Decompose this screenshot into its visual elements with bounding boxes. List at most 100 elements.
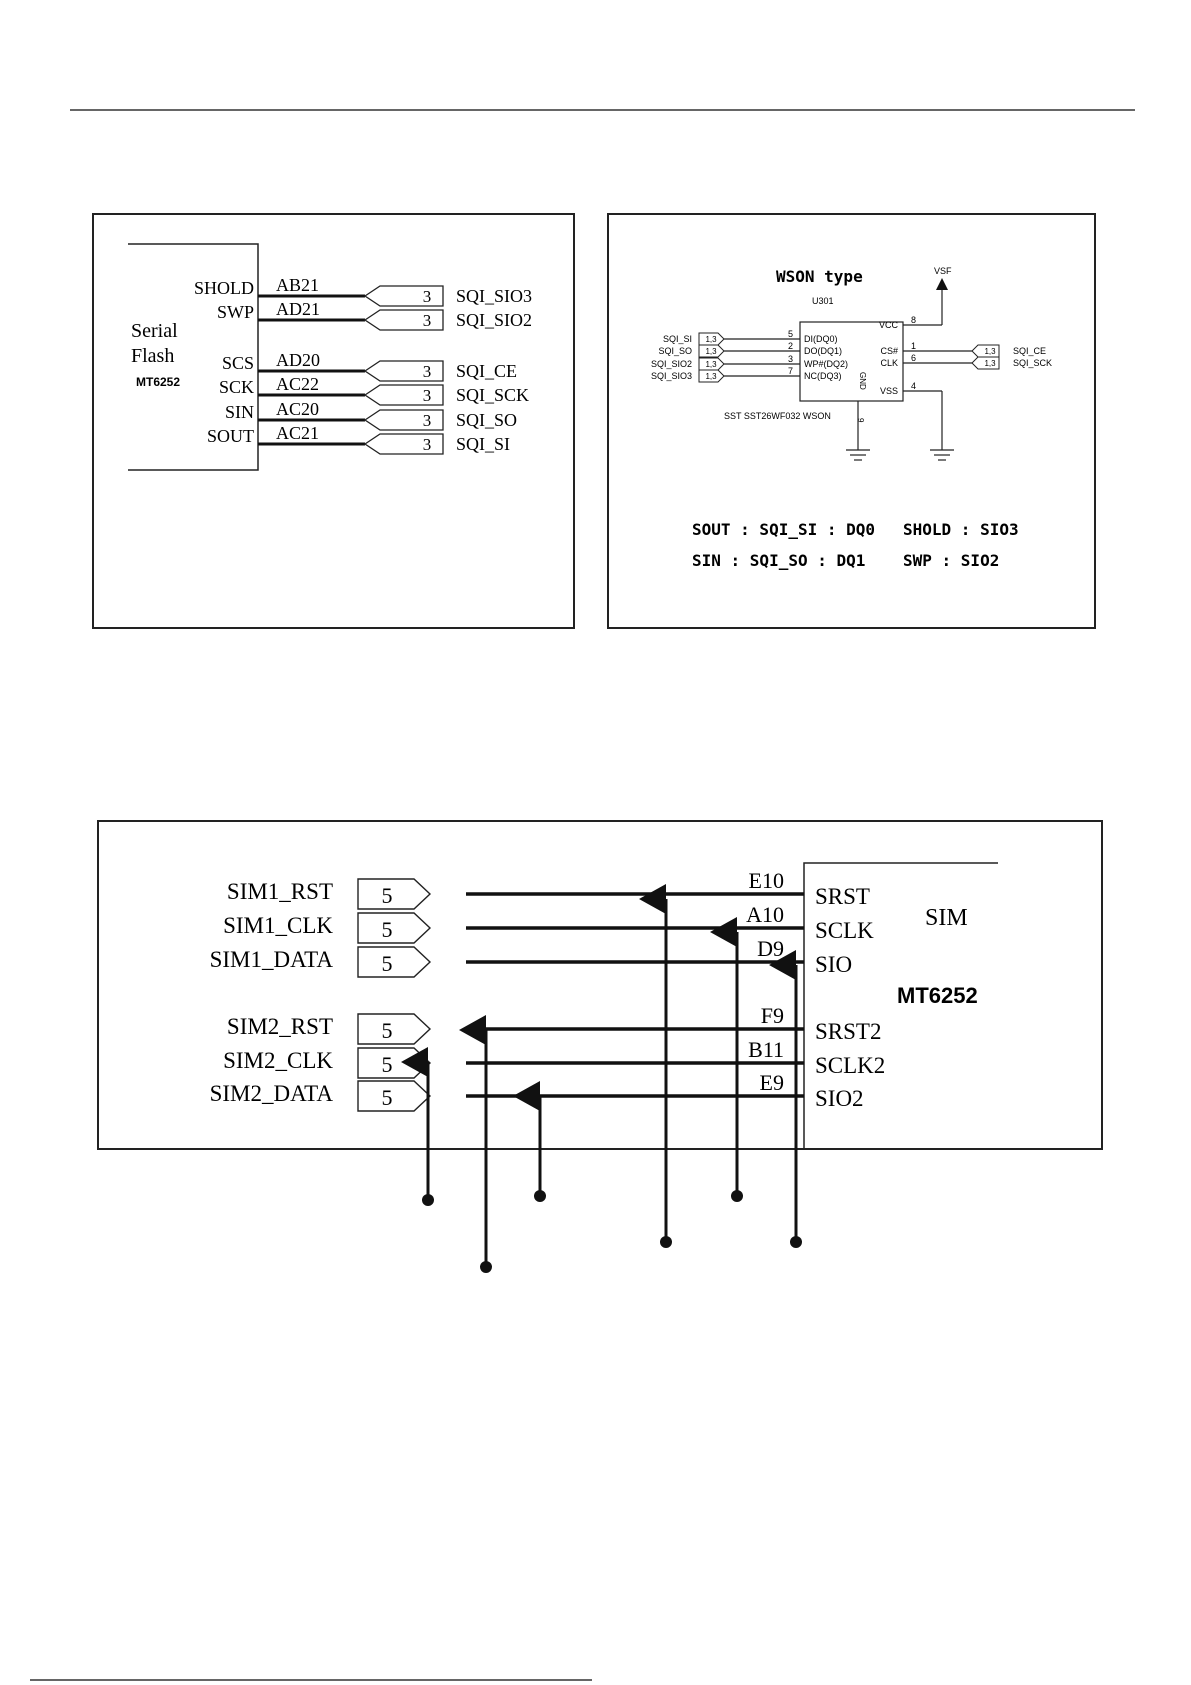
flash-page-ref: 3 <box>423 362 432 381</box>
flash-ball-label: AB21 <box>276 275 319 295</box>
flash-panel-frame <box>92 213 575 629</box>
wson-left-connector <box>698 332 725 346</box>
flash-chip-body <box>128 243 259 471</box>
flash-net-label: SQI_SO <box>456 410 517 430</box>
flash-chip-label-1: Serial <box>131 320 178 342</box>
sim-offpage-connector <box>357 878 432 910</box>
flash-ball-label: AC21 <box>276 423 319 443</box>
sim1-data-test-point <box>790 1236 802 1248</box>
sim1-clk-test-point <box>731 1190 743 1202</box>
sim-ball-label: A10 <box>746 902 784 927</box>
sim-chip-part: MT6252 <box>897 983 978 1008</box>
wson-left-connector <box>698 344 725 358</box>
wson-left-ref: 1,3 <box>705 347 717 356</box>
wson-left-net: SQI_SI <box>663 334 692 344</box>
wson-left-pin-name: DO(DQ1) <box>804 346 842 356</box>
wson-left-pin-name: NC(DQ3) <box>804 371 842 381</box>
flash-page-ref: 3 <box>423 287 432 306</box>
sim-net-label: SIM1_RST <box>227 879 333 904</box>
sim-page-ref: 5 <box>382 1085 393 1110</box>
sim2-rst-test-point <box>480 1261 492 1273</box>
sim-offpage-connector <box>357 1047 432 1079</box>
sim2-clk-test-point <box>422 1194 434 1206</box>
wson-gnd-num: 9 <box>856 418 865 423</box>
sim1-rst-test-point <box>660 1236 672 1248</box>
sim-page-ref: 5 <box>382 1052 393 1077</box>
wson-left-pin-num: 2 <box>788 341 793 351</box>
sim-offpage-connector <box>357 946 432 978</box>
wson-part: SST SST26WF032 WSON <box>724 411 831 421</box>
wson-left-connector <box>698 357 725 371</box>
sim-page-ref: 5 <box>382 1018 393 1043</box>
wson-left-pin-num: 3 <box>788 354 793 364</box>
sim-panel-frame <box>97 820 1103 1150</box>
flash-pin-name: SCK <box>219 377 254 397</box>
sim-pin-name: SIO <box>815 952 852 977</box>
flash-offpage-connector <box>363 409 444 431</box>
wson-left-ref: 1,3 <box>705 335 717 344</box>
wson-right-pin-name: VCC <box>879 320 899 330</box>
flash-net-label: SQI_SIO2 <box>456 310 532 330</box>
wson-left-net: SQI_SO <box>658 346 692 356</box>
wson-left-pin-name: WP#(DQ2) <box>804 359 848 369</box>
wson-left-net: SQI_SIO3 <box>651 371 692 381</box>
sim-chip-label: SIM <box>925 905 968 931</box>
flash-offpage-connector <box>363 309 444 331</box>
flash-pin-name: SHOLD <box>194 278 254 298</box>
wson-power-net: VSF <box>934 266 952 276</box>
wson-left-ref: 1,3 <box>705 372 717 381</box>
wson-left-pin-num: 7 <box>788 366 793 376</box>
sim-pin-name: SCLK2 <box>815 1053 885 1078</box>
wson-ref: U301 <box>812 296 834 306</box>
wson-right-net: SQI_CE <box>1013 346 1046 356</box>
sim-probe-group <box>401 884 802 1273</box>
sim-net-label: SIM2_RST <box>227 1014 333 1039</box>
flash-net-label: SQI_SIO3 <box>456 286 532 306</box>
sim-offpage-connector <box>357 1080 432 1112</box>
wson-right-pin-num: 6 <box>911 353 916 363</box>
wson-right-pin-num: 8 <box>911 315 916 325</box>
wson-right-ref: 1,3 <box>984 347 996 356</box>
flash-ball-label: AD20 <box>276 350 320 370</box>
wson-right-pin-num: 4 <box>911 381 916 391</box>
wson-mapping-2: SHOLD : SIO3 <box>903 520 1019 539</box>
flash-page-ref: 3 <box>423 311 432 330</box>
sim-ball-label: B11 <box>748 1037 784 1062</box>
vsf-power-arrow <box>936 278 948 290</box>
flash-offpage-connector <box>363 360 444 382</box>
flash-net-label: SQI_CE <box>456 361 517 381</box>
wson-right-pin-num: 1 <box>911 341 916 351</box>
gnd-ground-symbol <box>846 449 870 461</box>
wson-right-pin-name: CS# <box>880 346 898 356</box>
sim-ball-label: F9 <box>761 1003 784 1028</box>
wson-right-net: SQI_SCK <box>1013 358 1052 368</box>
sim-ball-label: E10 <box>749 868 784 893</box>
flash-offpage-connector <box>363 285 444 307</box>
wson-right-pin-name: CLK <box>880 358 898 368</box>
wson-mapping-4: SWP : SIO2 <box>903 551 999 570</box>
wson-left-ref: 1,3 <box>705 360 717 369</box>
sim-offpage-connector <box>357 912 432 944</box>
sim-chip-body <box>803 862 998 1149</box>
flash-chip-label-2: Flash <box>131 345 174 367</box>
wson-title: WSON type <box>776 267 863 286</box>
flash-ball-label: AC22 <box>276 374 319 394</box>
sim-offpage-connector <box>357 1013 432 1045</box>
sim-pin-name: SRST <box>815 884 870 909</box>
sim-page-ref: 5 <box>382 883 393 908</box>
flash-net-label: SQI_SCK <box>456 385 529 405</box>
flash-pin-name: SIN <box>225 402 254 422</box>
wson-left-net: SQI_SIO2 <box>651 359 692 369</box>
sim-ball-label: E9 <box>760 1070 784 1095</box>
wson-left-pin-num: 5 <box>788 329 793 339</box>
flash-offpage-connector <box>363 384 444 406</box>
sim-page-ref: 5 <box>382 951 393 976</box>
sim2-data-test-point <box>534 1190 546 1202</box>
